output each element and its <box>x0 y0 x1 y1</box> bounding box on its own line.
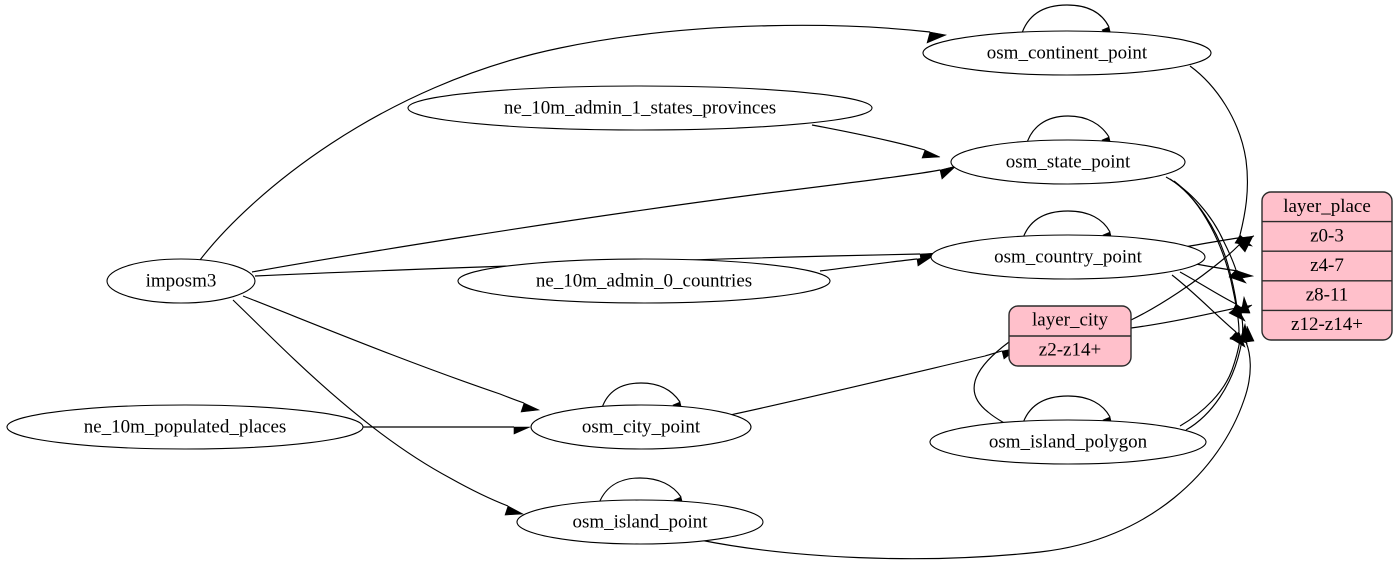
edge-imposm3-to-osm_continent_point <box>199 24 948 261</box>
node-osm_country_point[interactable]: osm_country_point <box>930 234 1206 280</box>
node-osm_continent_point[interactable]: osm_continent_point <box>922 30 1212 76</box>
edge-osm_continent_point-to-layer_place-z0-3 <box>1189 65 1253 247</box>
record-node-layer_city[interactable]: layer_city z2-z14+ <box>1008 305 1132 367</box>
edge-imposm3-to-osm_island_point <box>232 299 525 516</box>
node-ne_10m_admin_0_countries[interactable]: ne_10m_admin_0_countries <box>457 258 831 304</box>
node-ne_10m_admin_1_states_provinces[interactable]: ne_10m_admin_1_states_provinces <box>407 85 873 131</box>
node-layer: imposm3 ne_10m_admin_1_states_provinces … <box>6 30 1212 545</box>
node-osm_island_polygon[interactable]: osm_island_polygon <box>929 419 1207 465</box>
node-osm_state_point[interactable]: osm_state_point <box>950 139 1186 185</box>
node-osm_island_point[interactable]: osm_island_point <box>516 499 764 545</box>
node-ne_10m_populated_places[interactable]: ne_10m_populated_places <box>6 404 364 450</box>
edge-layer_city-to-layer_place-z0-3 <box>1130 235 1254 321</box>
edge-osm_island_point-to-layer_place-z12-z14+ <box>699 325 1255 560</box>
edge-ne_populated_places-to-osm_city_point <box>363 426 531 435</box>
record-node-layer_place[interactable]: layer_place z0-3 z4-7 z8-11 z12-z14+ <box>1261 191 1393 341</box>
edge-imposm3-to-osm_state_point <box>251 165 957 273</box>
edge-layer <box>199 4 1255 560</box>
node-osm_city_point[interactable]: osm_city_point <box>530 404 752 450</box>
edge-ne_states_provinces-to-osm_state_point <box>811 124 941 159</box>
edge-ne_countries-to-osm_country_point <box>819 255 934 272</box>
edge-osm_country_point-to-layer_place-z4-7 <box>1195 263 1255 280</box>
edge-layer_city-to-layer_place-z8-11 <box>1130 304 1253 329</box>
node-imposm3[interactable]: imposm3 <box>106 258 256 304</box>
edge-imposm3-to-osm_city_point <box>242 295 541 413</box>
edge-osm_island_polygon-to-layer_place-z8-11 <box>1185 295 1251 431</box>
